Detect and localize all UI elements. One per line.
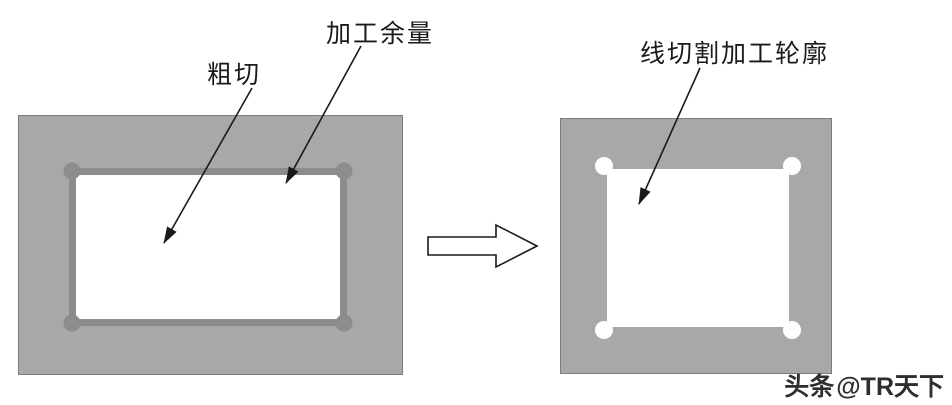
watermark: 头条@TR天下 — [784, 367, 944, 403]
right-workpiece-block — [560, 118, 832, 374]
relief-hole-bottom-left — [595, 321, 613, 339]
corner-dot-top-left — [63, 162, 81, 180]
left-workpiece-block — [18, 115, 403, 375]
corner-dot-bottom-right — [335, 314, 353, 332]
corner-dot-top-right — [335, 162, 353, 180]
rough-cut-cavity — [69, 168, 347, 326]
watermark-prefix: 头条 — [784, 373, 835, 401]
relief-hole-bottom-right — [783, 321, 801, 339]
label-rough-cut: 粗切 — [207, 61, 262, 89]
corner-dot-bottom-left — [63, 314, 81, 332]
relief-hole-top-right — [783, 157, 801, 175]
relief-hole-top-left — [595, 157, 613, 175]
label-machining-allowance: 加工余量 — [326, 20, 435, 48]
wire-cut-cavity — [607, 169, 789, 327]
process-right-arrow-icon — [427, 223, 539, 269]
watermark-handle: @TR天下 — [836, 373, 944, 401]
label-wire-cut-contour: 线切割加工轮廓 — [640, 40, 830, 68]
